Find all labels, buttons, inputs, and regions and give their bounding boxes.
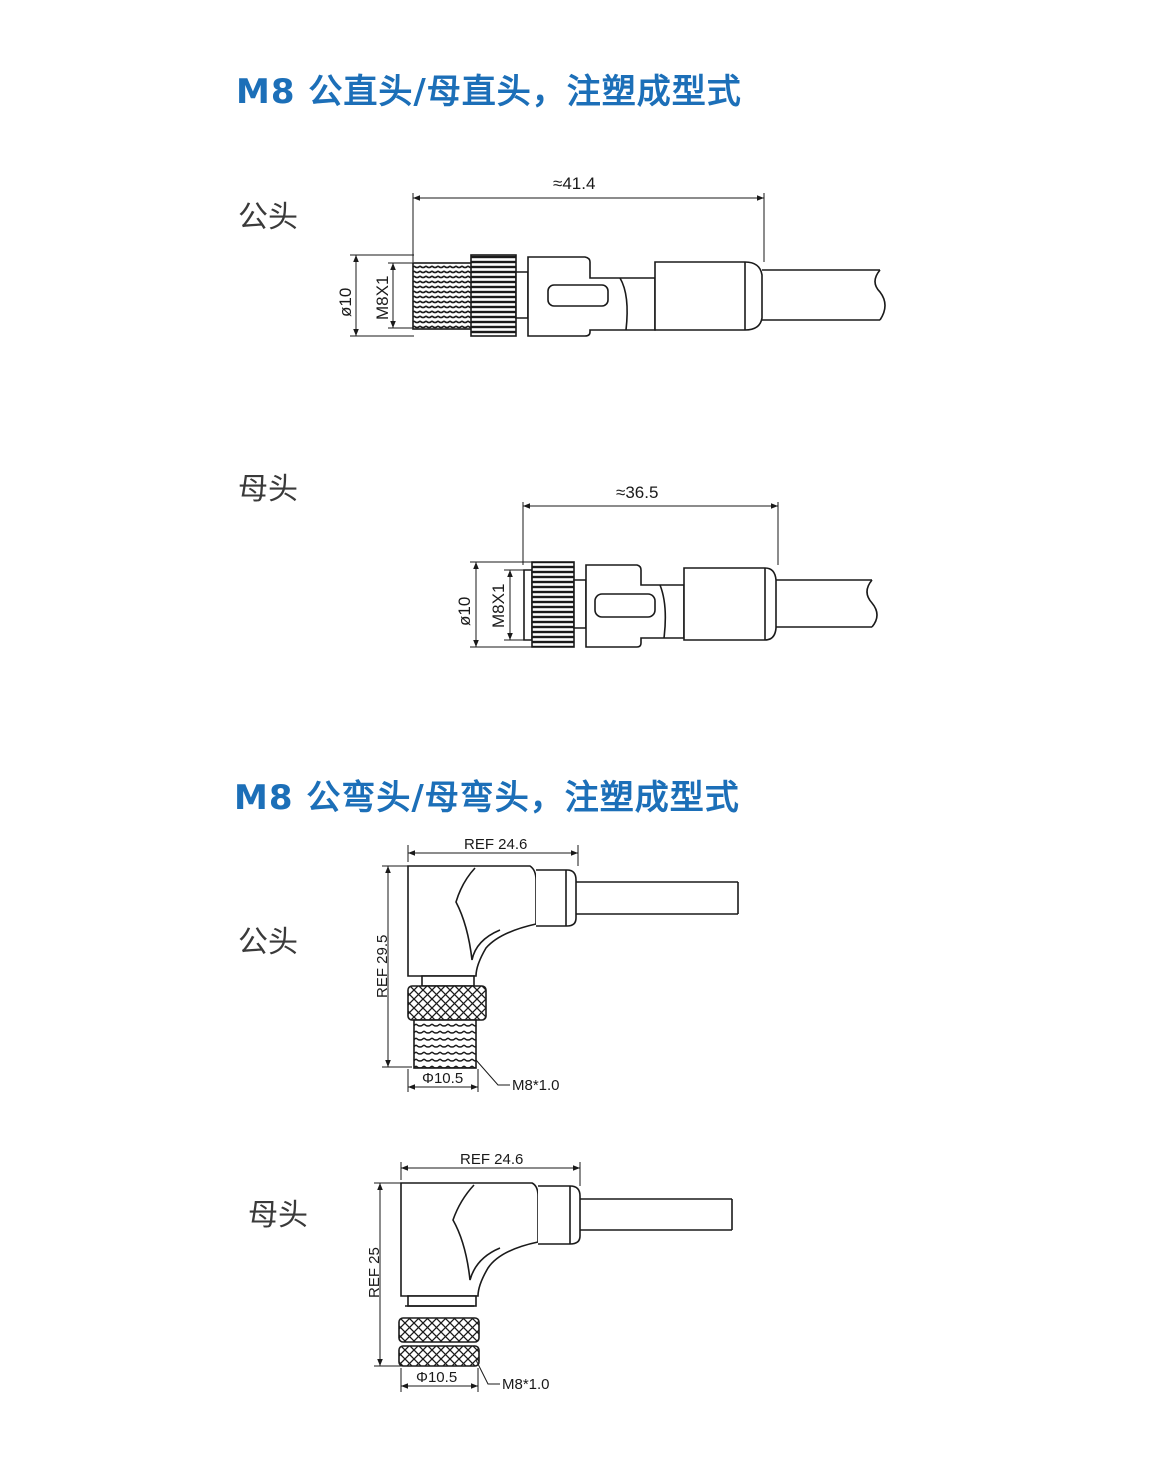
thread-value: M8*1.0 <box>502 1376 550 1393</box>
coupling-nut-upper <box>398 1317 480 1343</box>
grip-slot <box>547 284 609 307</box>
width-value: REF 24.6 <box>460 1151 523 1168</box>
thread-value: M8*1.0 <box>512 1077 560 1094</box>
thread-value: M8X1 <box>373 276 392 320</box>
length-value: ≈36.5 <box>616 483 658 502</box>
diameter-value: ø10 <box>455 597 474 626</box>
section-title-right-angle: M8 公弯头/母弯头，注塑成型式 <box>234 778 740 818</box>
molded-body <box>407 865 537 977</box>
strain-relief <box>536 869 577 927</box>
coupling-nut <box>407 985 487 1021</box>
male-thread <box>413 1019 477 1069</box>
label-right-angle-female: 母头 <box>248 1198 308 1233</box>
diameter-value: Φ10.5 <box>422 1070 463 1087</box>
right-angle-male-connector <box>382 845 739 1092</box>
coupling-nut <box>470 254 517 337</box>
coupling-nut-lower <box>398 1345 480 1367</box>
grip-slot <box>594 593 656 618</box>
thread-value: M8X1 <box>489 584 508 628</box>
strain-relief <box>538 1185 581 1245</box>
strain-relief <box>654 261 763 331</box>
height-value: REF 29.5 <box>374 935 391 998</box>
strain-relief <box>683 567 777 641</box>
label-straight-female: 母头 <box>238 472 298 507</box>
length-value: ≈41.4 <box>553 174 595 193</box>
diameter-value: ø10 <box>336 288 355 317</box>
molded-body <box>400 1182 539 1297</box>
label-straight-male: 公头 <box>238 200 298 235</box>
straight-female-connector <box>470 502 878 648</box>
width-value: REF 24.6 <box>464 836 527 853</box>
coupling-nut <box>531 561 575 648</box>
male-thread <box>412 262 474 330</box>
right-angle-female-connector <box>374 1162 733 1392</box>
diameter-value: Φ10.5 <box>416 1369 457 1386</box>
section-title-straight: M8 公直头/母直头，注塑成型式 <box>236 72 742 112</box>
label-right-angle-male: 公头 <box>238 925 298 960</box>
straight-male-connector <box>350 193 886 337</box>
height-value: REF 25 <box>366 1247 383 1298</box>
